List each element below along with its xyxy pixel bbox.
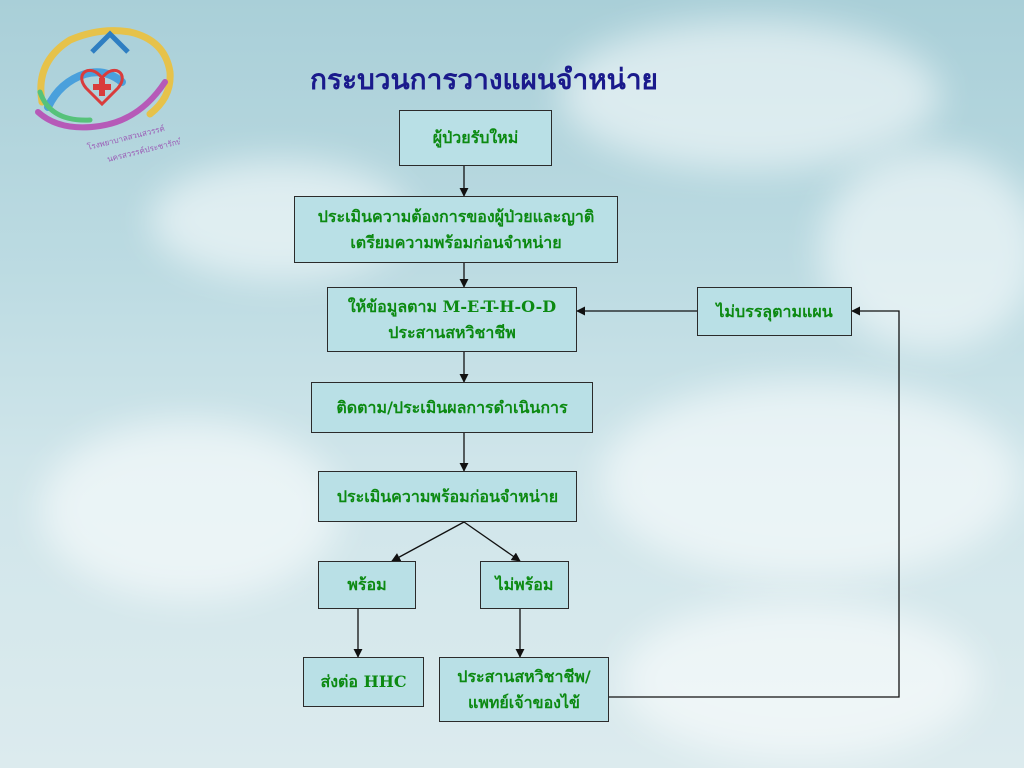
arrow-coordinate-loop bbox=[609, 306, 900, 698]
cloud bbox=[600, 380, 1020, 580]
node-not-achieved: ไม่บรรลุตามแผน bbox=[697, 287, 852, 336]
node-new-patient: ผู้ป่วยรับใหม่ bbox=[399, 110, 552, 166]
arrow-to-not-ready bbox=[463, 521, 521, 562]
node-not-ready: ไม่พร้อม bbox=[480, 561, 569, 609]
cloud bbox=[560, 20, 940, 170]
hospital-logo: โรงพยาบาลสวนสวรรค์ นครสวรรค์ประชารักษ์ bbox=[35, 27, 180, 164]
node-method: ให้ข้อมูลตาม M-E-T-H-O-D ประสานสหวิชาชีพ bbox=[327, 287, 577, 352]
node-refer-hhc: ส่งต่อ HHC bbox=[303, 657, 424, 707]
arrow-to-ready bbox=[391, 521, 465, 562]
node-ready: พร้อม bbox=[318, 561, 416, 609]
page-title: กระบวนการวางแผนจำหน่าย bbox=[310, 63, 658, 96]
node-assess-ready: ประเมินความพร้อมก่อนจำหน่าย bbox=[318, 471, 577, 522]
node-assess-needs: ประเมินความต้องการของผู้ป่วยและญาติ เตรี… bbox=[294, 196, 618, 263]
node-coordinate: ประสานสหวิชาชีพ/ แพทย์เจ้าของไข้ bbox=[439, 657, 609, 722]
cloud bbox=[620, 600, 980, 760]
cloud bbox=[820, 150, 1024, 350]
cloud bbox=[40, 420, 340, 600]
node-follow-up: ติดตาม/ประเมินผลการดำเนินการ bbox=[311, 382, 593, 433]
